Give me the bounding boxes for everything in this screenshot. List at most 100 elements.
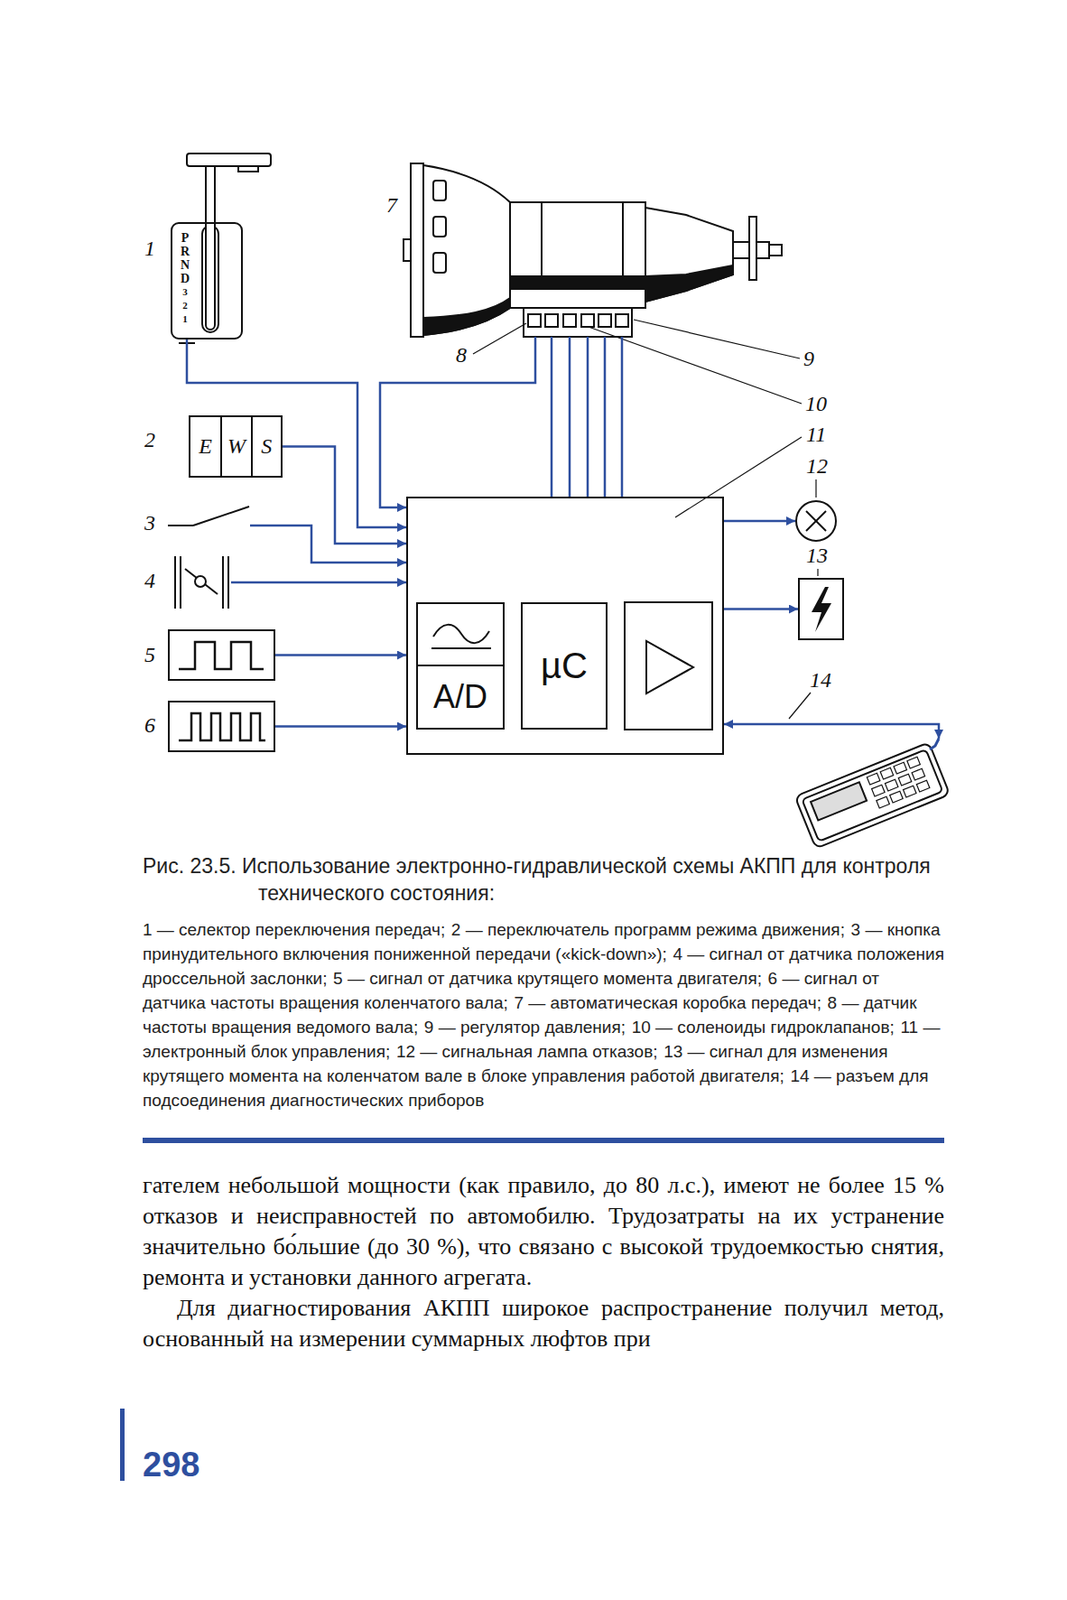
signal-wire (621, 336, 624, 497)
signal-wire (275, 724, 407, 728)
adc-block: A/D (416, 602, 505, 730)
tester-key (872, 784, 885, 797)
callout-number: 11 (806, 422, 826, 446)
switch-blade (193, 506, 250, 526)
selector-position: N (176, 258, 195, 272)
tester-key (890, 790, 903, 803)
signal-wire (603, 336, 607, 497)
tester-key (911, 768, 925, 780)
callout-number: 1 (144, 236, 156, 260)
legend-item: 1 — селектор переключения передач; (142, 919, 446, 939)
selector-handle (186, 153, 271, 167)
callout-number: 13 (806, 543, 828, 567)
caption-area: Рис. 23.5. Использование электронно-гидр… (142, 852, 945, 1355)
selector-button (238, 166, 259, 172)
lightning-symbol (811, 586, 832, 632)
selector-position: 2 (176, 298, 195, 313)
throttle-sensor: 4 (171, 554, 232, 611)
connector-pin (528, 314, 541, 327)
throttle-wall (222, 556, 224, 609)
selector-stem (205, 166, 215, 330)
margin-bar (120, 1408, 125, 1481)
body-paragraph: Для диагностирования АКПП широкое распро… (142, 1292, 945, 1355)
tester-key (866, 772, 880, 785)
callout-number: 4 (144, 568, 156, 593)
throttle-wall (174, 556, 177, 609)
signal-wire (586, 336, 590, 497)
body-paragraph: гателем небольшой мощности (как правило,… (142, 1169, 945, 1293)
selector-position: D (176, 271, 195, 286)
selector-position: R (176, 244, 195, 259)
tester-key (907, 756, 920, 769)
selector-position: 3 (176, 285, 195, 299)
connector-pin (615, 314, 629, 327)
throttle-axis (194, 575, 206, 587)
microcontroller-block: µC (520, 602, 608, 730)
callout-number: 7 (386, 193, 398, 217)
signal-wire (282, 446, 407, 545)
callout-number: 5 (144, 642, 156, 667)
warning-lamp: 12 (795, 500, 837, 542)
signal-wire (723, 519, 796, 523)
sine-symbol (433, 624, 490, 643)
signal-wire (723, 723, 939, 739)
caption-legend: 1 — селектор переключения передач;2 — пе… (142, 917, 945, 1113)
tester-illustration (795, 742, 951, 848)
page-number: 298 (142, 1444, 200, 1485)
tester-keys (866, 756, 929, 808)
bell-shadow (423, 297, 511, 335)
tester-key (884, 779, 898, 791)
kickdown-switch: 3 (167, 505, 251, 542)
connector-pin (545, 314, 558, 327)
body-seam (621, 202, 624, 277)
connector-pin (598, 314, 612, 327)
sine-underline (431, 647, 492, 650)
mode-letter: E (190, 417, 221, 476)
leader-line (588, 326, 802, 404)
callout-number: 10 (805, 391, 827, 416)
gearbox-band (510, 276, 646, 289)
callout-number: 2 (144, 427, 156, 452)
throttle-wall (179, 556, 182, 609)
signal-wire (250, 525, 407, 563)
body-seam (540, 202, 543, 277)
tester-body (795, 742, 951, 848)
callout-number: 9 (803, 346, 815, 371)
speed-signal-box: 6 (167, 700, 276, 752)
legend-item: 12 — сигнальная лампа отказов; (396, 1041, 659, 1061)
tester-key (916, 779, 929, 792)
callout-number: 14 (809, 668, 832, 692)
adc-divider (417, 664, 503, 667)
callout-number: 6 (144, 713, 156, 737)
housing-slot (433, 252, 446, 273)
tester-key (903, 785, 917, 798)
signal-wire (568, 336, 572, 497)
tester-screen (810, 781, 867, 820)
signal-wire (723, 607, 798, 611)
connectors (186, 336, 939, 739)
legend-item: 7 — автоматическая коробка передач; (513, 992, 821, 1012)
bell-flange (410, 163, 424, 337)
legend-item: 2 — переключатель программ режима движен… (451, 919, 845, 939)
illustration (167, 153, 950, 849)
tester-face (801, 749, 943, 842)
leader-line (675, 436, 802, 518)
pulse-symbol (178, 641, 264, 669)
mode-switch: 2EWS (188, 415, 283, 478)
legend-item: 9 — регулятор давления; (424, 1017, 626, 1037)
legend-item: 10 — соленоиды гидроклапанов; (631, 1017, 895, 1037)
signal-wire (550, 336, 554, 497)
signal-wire (231, 581, 407, 585)
housing-slot (433, 180, 446, 201)
lamp-cross (806, 510, 826, 531)
callout-number: 3 (144, 510, 156, 535)
control-unit: 11A/DµC (406, 496, 724, 755)
legend-item: 5 — сигнал от датчика крутящего момента … (333, 968, 762, 988)
leader-line (815, 479, 817, 498)
selector-position: 1 (176, 312, 195, 326)
amplifier-symbol (646, 640, 694, 694)
throttle-wall (227, 556, 230, 609)
amplifier-box (624, 602, 713, 730)
